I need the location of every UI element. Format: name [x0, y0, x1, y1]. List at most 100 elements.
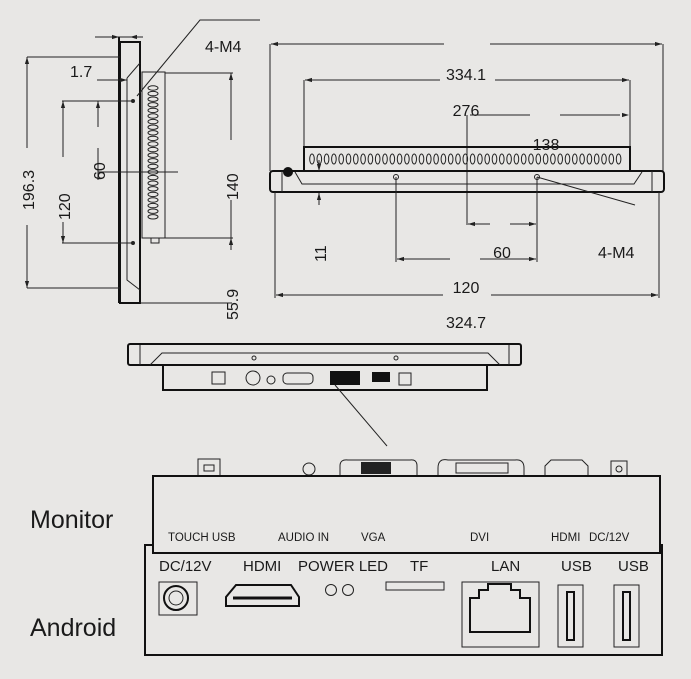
power-led-icon	[325, 584, 337, 596]
vent-slot	[535, 153, 542, 165]
vent-slot	[147, 124, 159, 130]
side-half-label: 60	[92, 162, 109, 180]
side-mount-label: 4-M4	[205, 39, 242, 56]
vent-slot	[147, 186, 159, 192]
android-title: Android	[30, 614, 116, 642]
side-height-label: 196.3	[21, 170, 38, 210]
vent-slot	[147, 197, 159, 203]
vent-slot	[147, 174, 159, 181]
hdmi-port-icon	[225, 584, 300, 607]
vent-slot	[389, 153, 396, 165]
vent-slot	[147, 191, 159, 198]
vent-slot	[147, 180, 159, 186]
vent-slot	[542, 153, 549, 165]
vent-slot	[147, 102, 159, 108]
top-outer-label: 334.1	[446, 67, 486, 84]
vent-slot	[147, 135, 159, 142]
lan-port-icon	[461, 581, 540, 648]
port-label: AUDIO IN	[278, 532, 329, 544]
top-box-width-label: 276	[453, 103, 480, 120]
vent-slot	[147, 90, 159, 97]
vent-slot	[147, 158, 159, 164]
port-label: DVI	[470, 532, 489, 544]
vga-port-icon	[339, 459, 418, 476]
vent-slot	[615, 153, 622, 165]
audio-jack-icon	[302, 462, 316, 476]
port-label: DC/12V	[159, 558, 212, 575]
vent-slot	[147, 146, 159, 153]
top-mount-label: 4-M4	[598, 245, 635, 262]
side-box-height-label: 140	[225, 173, 242, 200]
port-label: VGA	[361, 532, 386, 544]
touch-usb-icon	[197, 458, 221, 477]
vent-slot	[477, 153, 483, 165]
usb-port-icon	[557, 584, 584, 648]
vent-slot	[309, 153, 315, 165]
vent-slot	[382, 153, 388, 165]
vent-slot	[433, 153, 439, 165]
bottom-view	[127, 343, 522, 447]
vent-slot	[360, 153, 366, 165]
vent-slot	[506, 153, 512, 165]
vent-slot	[499, 153, 505, 165]
vent-slot	[374, 153, 381, 165]
port-label: USB	[561, 558, 592, 575]
top-bezel-label: 11	[313, 245, 330, 262]
dvi-port-icon	[437, 459, 525, 476]
vent-slot	[491, 153, 498, 165]
vent-slot	[418, 153, 425, 165]
vent-slot	[147, 202, 159, 209]
vent-slot	[513, 153, 520, 165]
dc-jack-icon	[158, 581, 198, 616]
vent-slot	[404, 153, 410, 165]
vent-slot	[447, 153, 454, 165]
vent-slot	[147, 113, 159, 119]
vent-slot	[601, 153, 607, 165]
vent-slot	[572, 153, 578, 165]
dc-monitor-icon	[610, 460, 628, 477]
vent-slot	[593, 153, 600, 165]
side-view: 4-M4 1.7 196.3 120 60 140 55.9	[21, 19, 260, 320]
vent-slot	[147, 107, 159, 114]
monitor-panel	[152, 475, 661, 554]
port-label: LAN	[491, 558, 520, 575]
vent-slot	[455, 153, 461, 165]
port-label: HDMI	[243, 558, 281, 575]
side-hole-spacing-label: 120	[57, 193, 74, 220]
port-label: HDMI	[551, 532, 580, 544]
tf-slot-icon	[385, 581, 445, 591]
vent-slot	[462, 153, 469, 165]
top-panel	[269, 170, 665, 193]
top-hole-half-label: 60	[493, 245, 511, 262]
vent-slot	[484, 153, 491, 165]
vent-slot	[564, 153, 571, 165]
vent-slot	[147, 208, 159, 214]
vent-slot	[147, 163, 159, 170]
connector-panels: TOUCH USB AUDIO IN VGA DVI HDMI DC/12V DC/12V…	[30, 458, 663, 656]
vent-slot	[353, 153, 359, 165]
port-label: POWER LED	[298, 558, 388, 575]
vent-slot	[147, 214, 159, 220]
side-depth-label: 55.9	[225, 289, 242, 320]
vent-slot	[147, 130, 159, 136]
vent-slot	[426, 153, 432, 165]
vent-slot	[367, 153, 374, 165]
vent-slot	[338, 153, 345, 165]
vent-slot	[579, 153, 585, 165]
top-vents	[309, 153, 622, 165]
vent-slot	[469, 153, 476, 165]
top-hole-spacing-label: 120	[453, 280, 480, 297]
vent-slot	[331, 153, 337, 165]
side-thickness-label: 1.7	[70, 64, 92, 81]
vent-slot	[557, 153, 564, 165]
port-label: TOUCH USB	[168, 532, 236, 544]
vent-slot	[586, 153, 593, 165]
vent-slot	[323, 153, 330, 165]
port-label: DC/12V	[589, 532, 630, 544]
vent-slot	[411, 153, 418, 165]
side-vents	[147, 85, 159, 220]
hdmi-monitor-icon	[544, 459, 589, 476]
vent-slot	[147, 96, 159, 102]
vent-slot	[396, 153, 403, 165]
